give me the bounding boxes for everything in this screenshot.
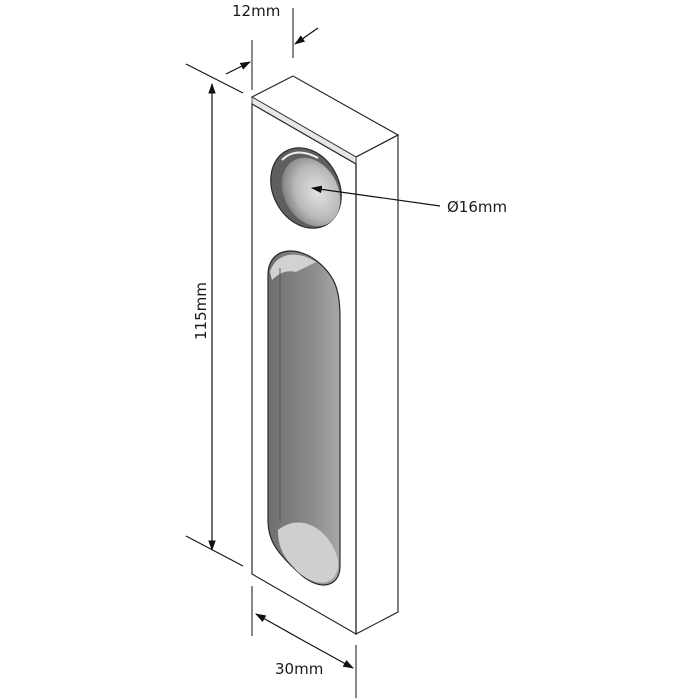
width-label: 30mm [275, 660, 323, 678]
plate-side-face [355, 134, 399, 635]
length-label: 115mm [192, 282, 210, 340]
dimension-hole-diameter: Ø16mm [310, 185, 507, 216]
dimension-width: 30mm [251, 586, 357, 698]
thickness-label: 12mm [232, 2, 280, 20]
hole-diameter-label: Ø16mm [447, 198, 507, 216]
rectangular-plate-part [250, 75, 400, 636]
dimension-thickness: 12mm [225, 2, 319, 90]
plate-front-face [251, 102, 357, 636]
dimension-length: 115mm [185, 63, 244, 567]
elongated-slot [267, 250, 341, 586]
